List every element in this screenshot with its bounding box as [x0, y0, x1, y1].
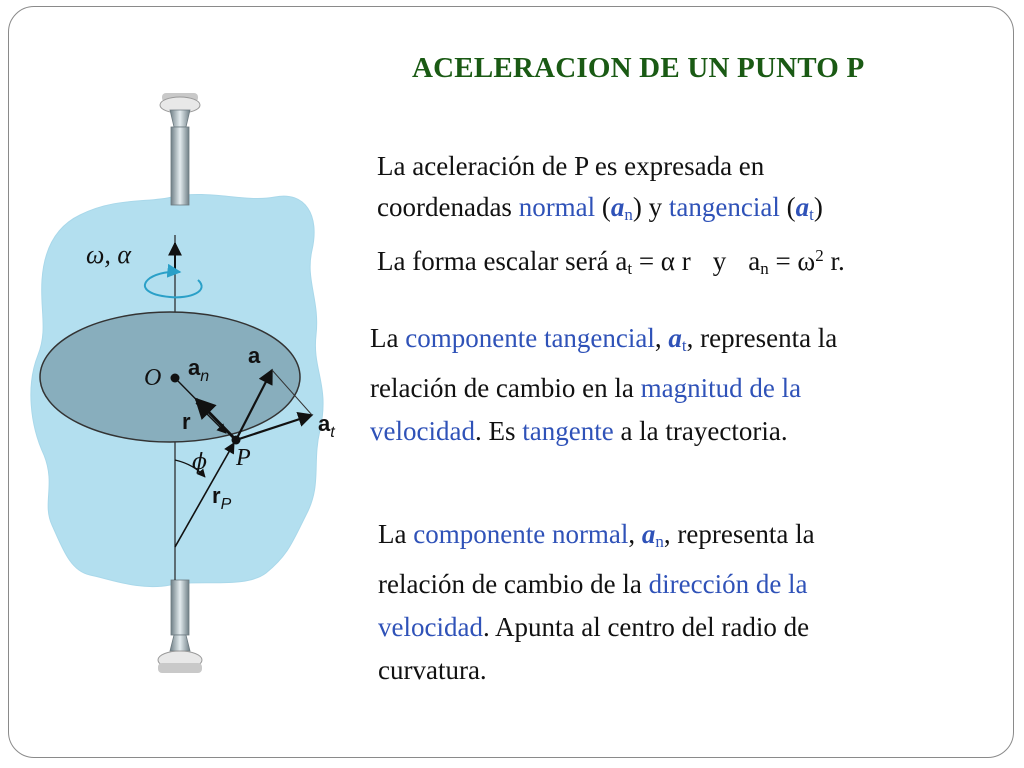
- normal-line-1: La componente normal, an, representa la: [378, 519, 815, 551]
- tangential-line-3: velocidad. Es tangente a la trayectoria.: [370, 416, 788, 446]
- label-rP: rP: [212, 483, 232, 513]
- position-vector-rP: [174, 442, 235, 548]
- label-r: r: [182, 409, 191, 434]
- tangential-line-2: relación de cambio en la magnitud de la: [370, 373, 802, 403]
- point-P: [231, 435, 241, 445]
- label-P: P: [235, 445, 251, 471]
- intro-line-1: La aceleración de P es expresada en: [377, 151, 765, 181]
- point-O: [170, 373, 180, 383]
- label-a: a: [248, 343, 261, 368]
- normal-line-4: curvatura.: [378, 655, 487, 685]
- rotation-arrow-icon: [143, 263, 203, 299]
- tangential-component-paragraph: La componente tangencial, at, representa…: [370, 317, 837, 453]
- tangential-acceleration-vector: [235, 412, 314, 442]
- label-O: O: [144, 365, 161, 391]
- top-bearing: [159, 93, 201, 206]
- tangential-line-1: La componente tangencial, at, representa…: [370, 323, 838, 355]
- intro-line-2: coordenadas normal (an) y tangencial (at…: [377, 192, 823, 224]
- normal-line-2: relación de cambio de la dirección de la: [378, 569, 808, 599]
- normal-acceleration-vector: [194, 397, 236, 440]
- rotating-body-figure: ω, α O a an r at P ϕ rP: [30, 93, 335, 673]
- intro-paragraph: La aceleración de P es expresada en coor…: [377, 146, 845, 289]
- label-phi: ϕ: [192, 450, 207, 475]
- omega-alpha-label: ω, α: [86, 240, 132, 269]
- normal-line-3: velocidad. Apunta al centro del radio de: [378, 612, 810, 642]
- label-an: an: [188, 355, 209, 385]
- slide-title: ACELERACION DE UN PUNTO P: [412, 52, 865, 84]
- total-acceleration-vector: [235, 368, 273, 441]
- normal-component-paragraph: La componente normal, an, representa la …: [378, 513, 815, 692]
- label-at: at: [318, 411, 335, 441]
- circular-path-disk: [39, 311, 301, 443]
- bottom-bearing: [157, 579, 203, 673]
